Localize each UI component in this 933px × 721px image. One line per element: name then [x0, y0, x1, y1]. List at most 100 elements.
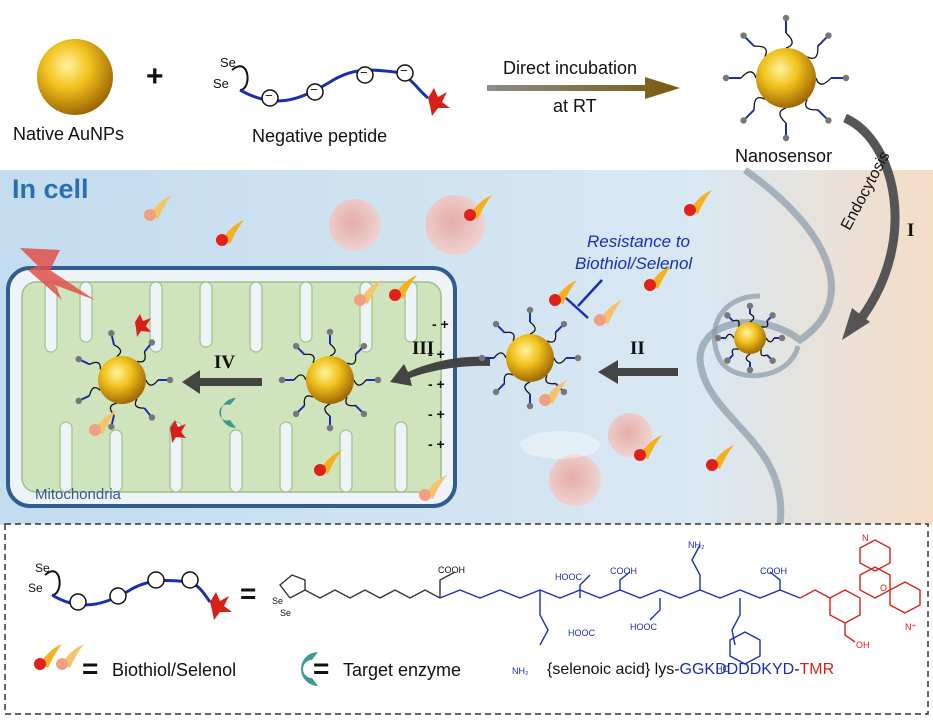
chem-hooc-3: HOOC	[630, 622, 657, 632]
biothiol-droplet	[389, 275, 417, 301]
legend-peptide	[44, 570, 232, 620]
endosome-membrane	[711, 293, 801, 379]
minus-3: −	[360, 65, 368, 80]
cell-membrane	[696, 167, 835, 526]
legend-equals-2: =	[82, 653, 99, 684]
step-arrows	[182, 356, 678, 394]
biothiol-droplet	[644, 265, 672, 291]
cell-debris	[329, 195, 652, 506]
chem-nh2-2: NH₂	[512, 666, 529, 676]
target-enzyme-icon	[301, 652, 318, 686]
chem-nplus: N⁺	[905, 622, 917, 632]
resistance-label-2: Biothiol/Selenol	[575, 254, 693, 273]
nanosensor-mito-2-core	[98, 356, 146, 404]
biothiol-droplet	[594, 300, 622, 326]
inhibition-mark	[565, 279, 603, 319]
nanosensor-mito-2	[75, 330, 174, 430]
sequence-prefix: {selenoic acid} lys-	[547, 661, 680, 678]
mito-enzyme-icon	[219, 398, 236, 428]
chem-cooh-2: COOH	[610, 566, 637, 576]
mitochondria-inner	[21, 281, 442, 493]
charge-2: - +	[428, 346, 445, 362]
negative-peptide	[231, 64, 450, 116]
chemical-structure	[279, 539, 921, 665]
nanosensor-cytosol-core	[506, 334, 554, 382]
biothiol-droplet	[144, 195, 172, 221]
chem-se-2: Se	[280, 608, 292, 618]
charge-1: - +	[432, 316, 449, 332]
biothiol-droplet	[34, 644, 62, 670]
lightning-icon	[20, 248, 95, 300]
biothiol-droplet	[634, 435, 662, 461]
rt-label: at RT	[553, 96, 597, 116]
legend-biothiol-label: Biothiol/Selenol	[112, 660, 237, 680]
nanosensor-endosome-core	[734, 322, 766, 354]
biothiol-droplet	[314, 450, 342, 476]
nanosensor-endosome	[714, 302, 786, 374]
step-iii-label: III	[412, 338, 435, 359]
nanoparticles	[75, 14, 850, 432]
sequence-label: {selenoic acid} lys-GGKDDDDKYD-TMR	[547, 661, 834, 679]
biothiol-droplet	[216, 220, 244, 246]
se-label-1: Se	[220, 55, 236, 70]
chem-cooh-3: COOH	[760, 566, 787, 576]
incubation-arrow	[487, 77, 680, 99]
biothiol-droplet	[354, 280, 382, 306]
sequence-dash: -	[794, 661, 800, 678]
legend-equals-1: =	[240, 578, 257, 609]
charge-3: - +	[428, 376, 445, 392]
mitochondria-label: Mitochondria	[35, 486, 121, 503]
chem-o: O	[880, 583, 888, 593]
nanosensor-top	[722, 14, 850, 142]
legend-box	[4, 523, 929, 715]
chem-nh2-1: NH₂	[688, 540, 705, 550]
resistance-label-1: Resistance to	[587, 232, 690, 251]
se-label-2: Se	[213, 76, 229, 91]
legend-equals-3: =	[313, 653, 330, 684]
charge-5: - +	[428, 436, 445, 452]
incubation-label: Direct incubation	[503, 58, 638, 78]
biothiol-droplet	[539, 380, 567, 406]
in-cell-title: In cell	[12, 174, 89, 204]
step-iv-label: IV	[214, 352, 236, 373]
charge-4: - +	[428, 406, 445, 422]
chem-cooh-1: COOH	[438, 565, 465, 575]
nanosensor-mito-1-core	[306, 356, 354, 404]
minus-1: −	[265, 88, 273, 103]
legend-se-1: Se	[35, 561, 50, 575]
chem-ho: HO	[716, 664, 730, 674]
sequence-peptide: GGKDDDDKYD	[679, 661, 795, 678]
biothiol-droplet	[549, 280, 577, 306]
endocytosis-arrow	[842, 113, 900, 323]
nanosensor-cytosol	[478, 306, 582, 410]
minus-2: −	[310, 82, 318, 97]
chem-oh: OH	[856, 640, 870, 650]
biothiol-droplet	[56, 644, 84, 670]
native-aunps-label: Native AuNPs	[13, 124, 125, 144]
nanosensor-top-core	[756, 48, 816, 108]
legend-se-2: Se	[28, 581, 43, 595]
sequence-dye: TMR	[799, 661, 835, 678]
plus-sign: +	[146, 60, 164, 93]
biothiol-droplet	[464, 195, 492, 221]
biothiol-droplet	[89, 410, 117, 436]
biothiol-droplets	[34, 190, 734, 670]
step-ii-label: II	[630, 338, 645, 359]
dye-burst	[135, 314, 151, 337]
chem-hooc-1: HOOC	[555, 572, 582, 582]
biothiol-droplet	[706, 445, 734, 471]
minus-4: −	[400, 63, 408, 78]
chem-n-1: N	[862, 533, 869, 543]
negative-peptide-label: Negative peptide	[252, 126, 388, 146]
step-i-label: I	[907, 220, 915, 241]
chem-hooc-2: HOOC	[568, 628, 595, 638]
dye-burst	[170, 420, 186, 443]
chem-se-1: Se	[272, 596, 284, 606]
native-aunp	[37, 39, 113, 115]
biothiol-droplet	[684, 190, 712, 216]
biothiol-droplet	[419, 475, 447, 501]
legend-enzyme-label: Target enzyme	[343, 660, 462, 680]
nanosensor-label: Nanosensor	[735, 146, 833, 166]
nanosensor-mito-1	[278, 328, 382, 432]
